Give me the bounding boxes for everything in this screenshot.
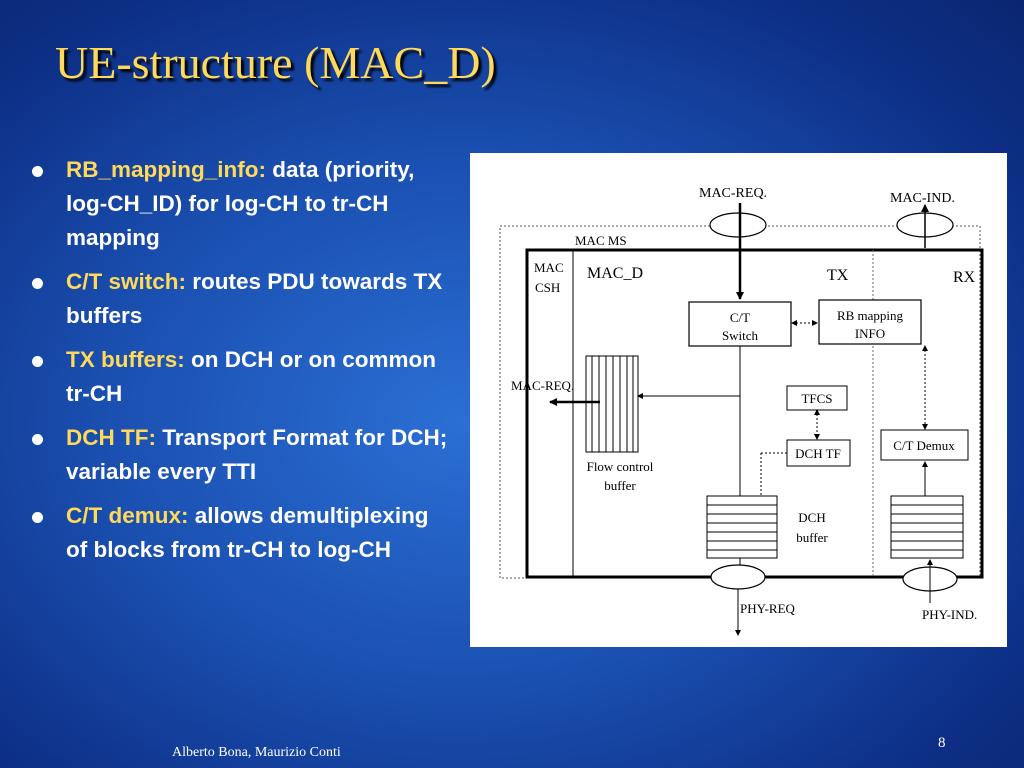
mac-req-left-label: MAC-REQ. (511, 378, 574, 393)
mac-d-diagram-svg: MAC-REQ. MAC-IND. MAC MS MAC CSH MAC_D T… (499, 186, 984, 636)
bullet-text: routes PDU towards TX buffers (66, 269, 443, 328)
dch-buffer-label: DCH (798, 510, 825, 525)
mac-req-sap (709, 212, 767, 238)
flow-control-buffer (585, 355, 639, 453)
page-number: 8 (938, 735, 946, 751)
mac-d-label: MAC_D (587, 265, 643, 282)
bullet-dot-icon (32, 356, 43, 367)
dch-tf-box (786, 439, 851, 467)
bullet-term: TX buffers: (66, 347, 185, 372)
bullet-text: data (priority, log-CH_ID) for log-CH to… (66, 157, 415, 250)
dch-buffer (706, 495, 778, 559)
bullet-list: RB_mapping_info: data (priority, log-CH_… (32, 153, 452, 577)
dch-tf-label: DCH TF (795, 446, 841, 461)
rx-label: RX (953, 269, 976, 286)
flow-control-label-2: buffer (604, 478, 636, 493)
mac-csh-label-2: CSH (535, 280, 560, 295)
bullet-text: Transport Format for DCH; variable every… (66, 425, 448, 484)
bullet-dot-icon (32, 278, 43, 289)
rb-mapping-label-2: INFO (855, 326, 885, 341)
bullet-text: on DCH or on common tr-CH (66, 347, 437, 406)
mac-ind-top-label: MAC-IND. (890, 191, 955, 206)
ct-demux-label: C/T Demux (893, 438, 955, 453)
bullet-term: RB_mapping_info: (66, 157, 266, 182)
mac-ms-label: MAC MS (575, 233, 627, 248)
bullet-term: C/T switch: (66, 269, 187, 294)
ct-switch-label: C/T (730, 310, 750, 325)
tfcs-label: TFCS (801, 391, 832, 406)
bullet-ct-demux: C/T demux: allows demultiplexing of bloc… (32, 499, 452, 567)
bullet-dot-icon (32, 434, 43, 445)
bullet-text: allows demultiplexing of blocks from tr-… (66, 503, 429, 562)
ct-switch-label-2: Switch (722, 328, 759, 343)
bullet-term: C/T demux: (66, 503, 189, 528)
rx-buffer (890, 495, 964, 559)
dch-buffer-label-2: buffer (796, 530, 828, 545)
mac-csh-label: MAC (534, 260, 564, 275)
mac-req-top-label: MAC-REQ. (699, 186, 767, 201)
bullet-ct-switch: C/T switch: routes PDU towards TX buffer… (32, 265, 452, 333)
rb-mapping-box (818, 299, 922, 345)
bullet-rb-mapping-info: RB_mapping_info: data (priority, log-CH_… (32, 153, 452, 255)
footer-author: Alberto Bona, Maurizio Conti (172, 745, 341, 760)
tfcs-box (786, 385, 848, 411)
phy-ind-label: PHY-IND. (922, 607, 977, 622)
bullet-dot-icon (32, 166, 43, 177)
bullet-tx-buffers: TX buffers: on DCH or on common tr-CH (32, 343, 452, 411)
flow-control-label: Flow control (587, 459, 654, 474)
ct-demux-box (880, 429, 969, 461)
bullet-dch-tf: DCH TF: Transport Format for DCH; variab… (32, 421, 452, 489)
tx-label: TX (827, 267, 849, 284)
ct-switch-box (688, 301, 792, 347)
rb-mapping-label: RB mapping (837, 308, 904, 323)
bullet-dot-icon (32, 512, 43, 523)
phy-req-sap (710, 564, 766, 590)
phy-req-label: PHY-REQ (740, 601, 796, 616)
mac-d-diagram: MAC-REQ. MAC-IND. MAC MS MAC CSH MAC_D T… (470, 153, 1007, 647)
bullet-term: DCH TF: (66, 425, 156, 450)
slide-title: UE-structure (MAC_D) (55, 37, 496, 88)
